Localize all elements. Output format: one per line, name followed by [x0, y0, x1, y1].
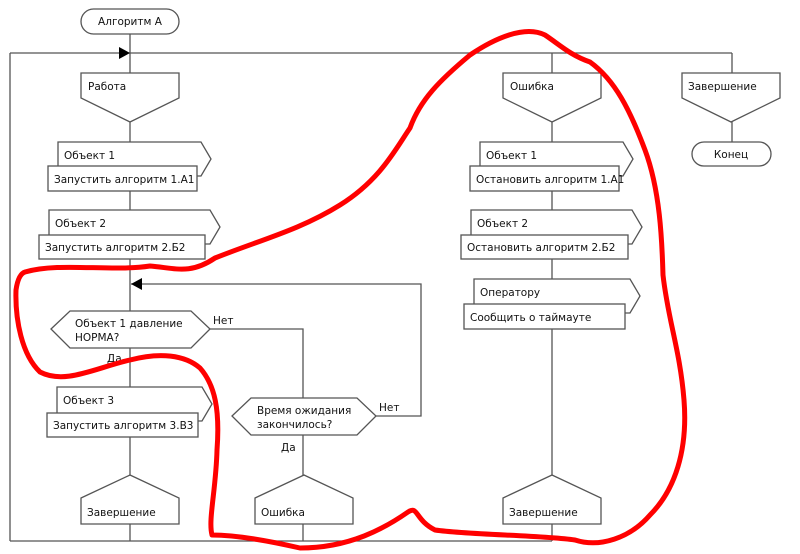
- arrow-right-icon: [119, 47, 130, 59]
- question-text: закончилось?: [257, 419, 332, 431]
- shelf-object: Объект 2: [477, 218, 528, 230]
- question-pressure[interactable]: Объект 1 давление НОРМА?: [50, 310, 211, 349]
- end-terminator[interactable]: Конец: [691, 141, 772, 167]
- address-label: Ошибка: [261, 507, 305, 519]
- title-label: Алгоритм А: [98, 16, 163, 28]
- shelf-action: Остановить алгоритм 2.Б2: [467, 242, 615, 254]
- address-finish-error[interactable]: Завершение: [502, 474, 602, 525]
- end-label: Конец: [714, 149, 748, 161]
- shelf-work-3[interactable]: Объект 3 Запустить алгоритм 3.В3: [46, 386, 213, 438]
- address-finish-work[interactable]: Завершение: [80, 474, 180, 525]
- shelf-work-2[interactable]: Объект 2 Запустить алгоритм 2.Б2: [38, 209, 221, 260]
- red-annotation-outline: [13, 29, 688, 551]
- shelf-error-1[interactable]: Объект 1 Остановить алгоритм 1.А1: [469, 141, 634, 192]
- shelf-object: Оператору: [480, 287, 540, 299]
- branch-work[interactable]: Работа: [80, 72, 180, 123]
- shelf-action: Запустить алгоритм 1.А1: [54, 174, 194, 186]
- question-text: НОРМА?: [75, 332, 119, 344]
- question-text: Объект 1 давление: [75, 318, 183, 330]
- shelf-action: Остановить алгоритм 1.А1: [476, 174, 624, 186]
- shelf-object: Объект 3: [63, 395, 114, 407]
- yes-label: Да: [281, 442, 296, 454]
- shelf-work-1[interactable]: Объект 1 Запустить алгоритм 1.А1: [47, 141, 212, 192]
- no-label: Нет: [213, 315, 233, 327]
- branch-finish[interactable]: Завершение: [681, 72, 781, 123]
- address-error[interactable]: Ошибка: [254, 474, 354, 525]
- shelf-error-3[interactable]: Оператору Сообщить о таймауте: [463, 278, 641, 330]
- question-text: Время ожидания: [257, 405, 351, 417]
- branch-error[interactable]: Ошибка: [502, 72, 602, 123]
- no-label: Нет: [379, 402, 399, 414]
- branch-label: Работа: [88, 81, 126, 93]
- shelf-error-2[interactable]: Объект 2 Остановить алгоритм 2.Б2: [460, 209, 643, 260]
- title-terminator[interactable]: Алгоритм А: [80, 8, 180, 35]
- address-label: Завершение: [509, 507, 578, 519]
- shelf-object: Объект 2: [55, 218, 106, 230]
- shelf-action: Запустить алгоритм 3.В3: [53, 420, 193, 432]
- branch-label: Ошибка: [510, 81, 554, 93]
- arrow-left-icon: [131, 278, 142, 290]
- question-timeout[interactable]: Время ожидания закончилось?: [231, 397, 377, 436]
- shelf-action: Сообщить о таймауте: [470, 312, 591, 324]
- shelf-object: Объект 1: [64, 150, 115, 162]
- branch-label: Завершение: [688, 81, 757, 93]
- shelf-object: Объект 1: [486, 150, 537, 162]
- address-label: Завершение: [87, 507, 156, 519]
- shelf-action: Запустить алгоритм 2.Б2: [45, 242, 185, 254]
